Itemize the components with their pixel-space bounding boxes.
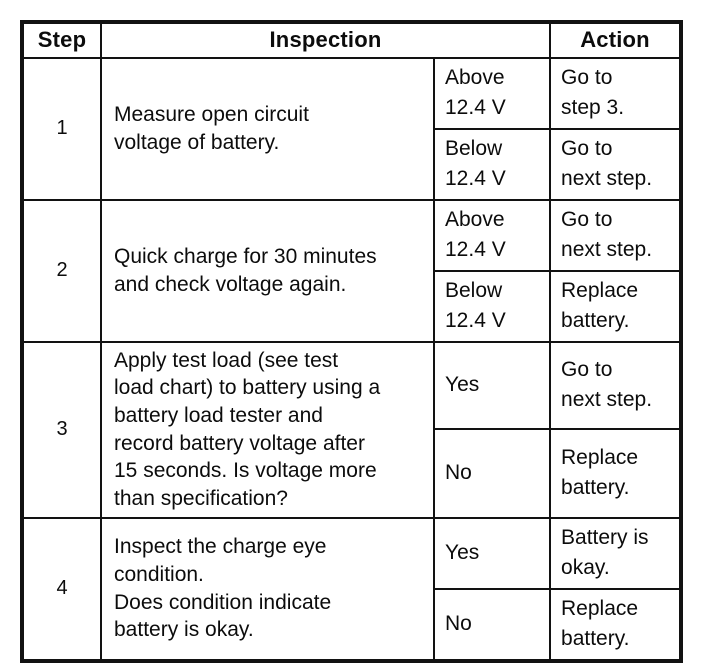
inspection-cell: Apply test load (see test load chart) to… (100, 340, 435, 519)
table-row: 3 Apply test load (see test load chart) … (21, 340, 683, 519)
battery-diagnostic-table: Step Inspection Action 1 Measure open ci… (20, 20, 684, 663)
step-number-cell: 1 (21, 57, 102, 201)
column-header-step: Step (21, 21, 102, 59)
condition-cell: Yes (432, 516, 552, 590)
table-row: 2 Quick charge for 30 minutes and check … (21, 198, 683, 343)
condition-cell: Below 12.4 V (432, 269, 552, 343)
condition-cell: Above 12.4 V (432, 198, 552, 272)
step-number-cell: 2 (21, 198, 102, 343)
action-cell: Battery is okay. (549, 516, 683, 590)
action-cell: Replace battery. (549, 587, 683, 662)
condition-cell: Above 12.4 V (432, 57, 552, 130)
inspection-cell: Measure open circuit voltage of battery. (100, 57, 435, 201)
condition-cell: No (432, 587, 552, 662)
table-row: 1 Measure open circuit voltage of batter… (21, 57, 683, 201)
column-header-action: Action (549, 21, 683, 59)
inspection-cell: Quick charge for 30 minutes and check vo… (100, 198, 435, 343)
scanned-page: Step Inspection Action 1 Measure open ci… (20, 20, 684, 663)
action-cell: Go to step 3. (549, 57, 683, 130)
action-cell: Go to next step. (549, 127, 683, 201)
table-row: No Replace battery. (22, 428, 683, 519)
action-cell: Replace battery. (549, 428, 683, 519)
table-row: Below 12.4 V Replace battery. (22, 269, 683, 343)
condition-cell: No (432, 428, 552, 519)
table-row: Below 12.4 V Go to next step. (22, 127, 683, 201)
condition-cell: Yes (432, 340, 552, 431)
action-cell: Replace battery. (549, 269, 683, 343)
action-cell: Go to next step. (549, 340, 683, 431)
inspection-cell: Inspect the charge eye condition. Does c… (100, 516, 435, 662)
action-cell: Go to next step. (549, 198, 683, 272)
step-number-cell: 3 (21, 340, 102, 519)
table-row: 4 Inspect the charge eye condition. Does… (21, 516, 683, 662)
column-header-inspection: Inspection (99, 21, 552, 59)
table-header-row: Step Inspection Action (21, 21, 683, 59)
condition-cell: Below 12.4 V (432, 127, 552, 201)
step-number-cell: 4 (21, 516, 102, 662)
